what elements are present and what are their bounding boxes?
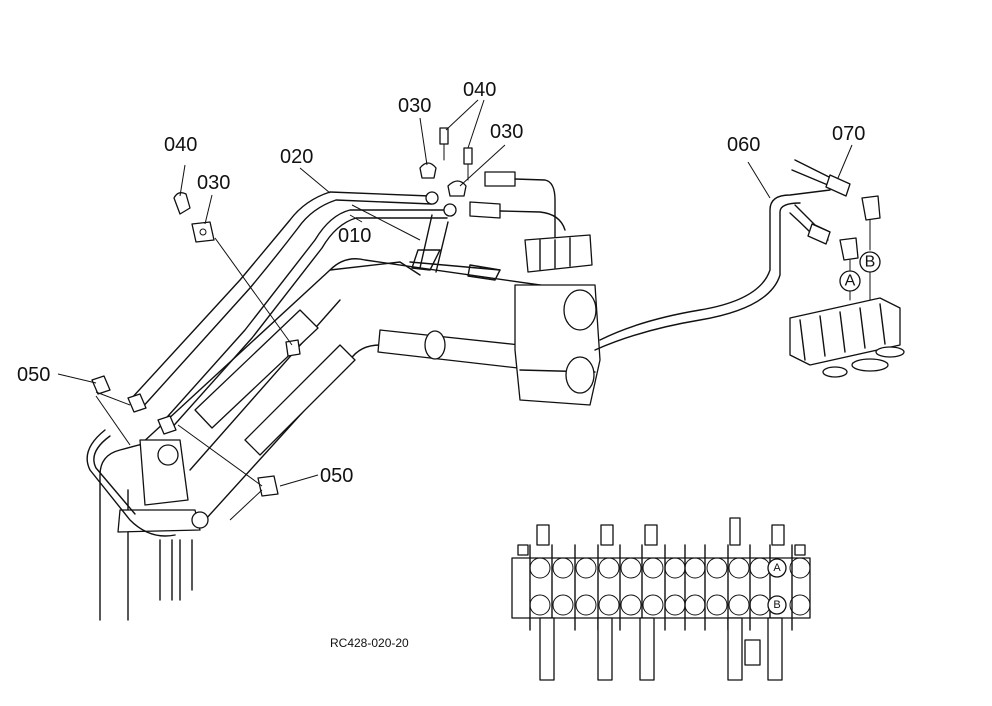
inset-spool-circles — [529, 557, 811, 616]
valve-inset-detail: A B — [511, 517, 811, 681]
callout-040-left: 040 — [164, 134, 197, 156]
port-a-label: A — [845, 273, 856, 290]
inset-port-a-label: A — [773, 562, 781, 574]
callout-labels: 040 030 020 010 030 040 030 050 050 060 … — [17, 79, 865, 650]
callout-030-left: 030 — [197, 172, 230, 194]
callout-020: 020 — [280, 146, 313, 168]
callout-050-right: 050 — [320, 465, 353, 487]
inset-port-b-label: B — [773, 599, 780, 611]
top-fittings — [411, 127, 593, 281]
callout-060: 060 — [727, 134, 760, 156]
callout-030-top-left: 030 — [398, 95, 431, 117]
drawing-code: RC428-020-20 — [330, 636, 409, 650]
boom-assembly — [99, 258, 601, 621]
leader-lines — [57, 99, 853, 521]
callout-040-top: 040 — [463, 79, 496, 101]
callout-070: 070 — [832, 123, 865, 145]
left-small-parts — [91, 192, 301, 497]
callout-010: 010 — [338, 225, 371, 247]
callout-050-left: 050 — [17, 364, 50, 386]
port-b-label: B — [865, 254, 876, 271]
callout-030-top-right: 030 — [490, 121, 523, 143]
control-valve: A B — [789, 174, 905, 378]
